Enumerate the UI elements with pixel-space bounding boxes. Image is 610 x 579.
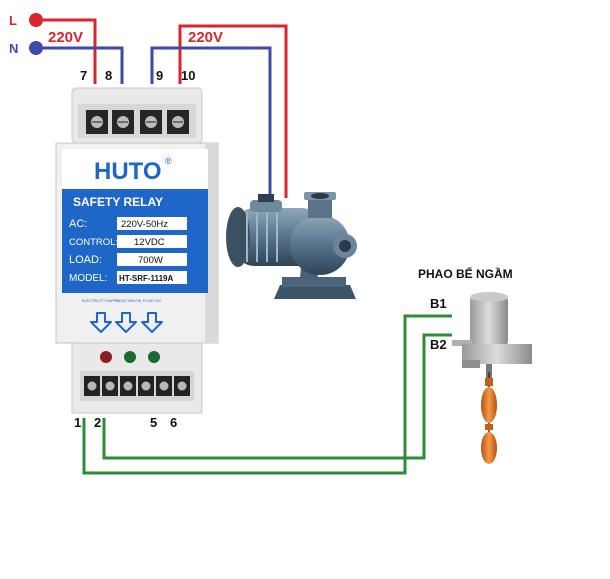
top-screw-terminals	[86, 110, 189, 134]
terminal-6-label: 6	[170, 415, 177, 430]
float-wire-outer	[82, 314, 452, 475]
spec-ac-value: 220V-50Hz	[121, 219, 168, 230]
neutral-wire	[43, 46, 124, 84]
neutral-terminal-dot	[29, 41, 43, 55]
indicator-led-red	[100, 351, 112, 363]
terminal-2-label: 2	[94, 415, 101, 430]
water-pump-icon	[226, 192, 357, 299]
spec-control-label: CONTROL:	[69, 237, 118, 248]
supply-wires	[29, 13, 124, 84]
terminal-10-label: 10	[181, 68, 195, 83]
terminal-7-label: 7	[80, 68, 87, 83]
load-voltage-label: 220V	[188, 29, 223, 46]
indicator-float-on-label: FLOAT ON	[143, 299, 161, 303]
arrow-down-icon	[90, 312, 112, 333]
spec-load-label: LOAD:	[69, 254, 102, 266]
relay-brand: HUTO	[94, 158, 162, 185]
float-bob-lower	[481, 432, 497, 464]
float-b1-label: B1	[430, 296, 447, 311]
spec-ac-label: AC:	[69, 218, 87, 230]
relay-title: SAFETY RELAY	[73, 195, 163, 209]
relay-registered-mark: ®	[165, 156, 172, 166]
spec-load-value: 700W	[138, 255, 163, 266]
indicator-supply-label: ELECTRICITY SUPPLY	[82, 299, 121, 303]
float-switch-icon	[452, 292, 532, 464]
float-wires	[82, 314, 452, 475]
indicator-float-below-label: FLOAT BELOW	[116, 299, 142, 303]
terminal-1-label: 1	[74, 415, 81, 430]
arrow-down-icon	[141, 312, 163, 333]
line-wire	[43, 18, 97, 84]
spec-control-value: 12VDC	[134, 237, 165, 248]
terminal-5-label: 5	[150, 415, 157, 430]
float-bob-upper	[481, 387, 497, 423]
float-wire-inner	[102, 333, 452, 460]
neutral-label: N	[9, 41, 18, 56]
bottom-screw-terminals	[84, 376, 190, 396]
indicator-led-green-2	[148, 351, 160, 363]
spec-model-value: HT-SRF-1119A	[119, 274, 173, 283]
load-blue-wire	[150, 46, 272, 198]
spec-model-label: MODEL:	[69, 273, 107, 284]
terminal-8-label: 8	[105, 68, 112, 83]
line-label: L	[9, 13, 17, 28]
load-wires	[150, 24, 288, 198]
load-red-wire	[178, 24, 288, 198]
supply-voltage-label: 220V	[48, 29, 83, 46]
terminal-9-label: 9	[156, 68, 163, 83]
arrow-down-icon	[115, 312, 137, 333]
float-b2-label: B2	[430, 337, 447, 352]
indicator-led-green-1	[124, 351, 136, 363]
float-title: PHAO BỂ NGẦM	[418, 266, 513, 281]
line-terminal-dot	[29, 13, 43, 27]
safety-relay: HUTO ® SAFETY RELAY AC: 220V-50Hz CONTRO…	[55, 87, 219, 414]
